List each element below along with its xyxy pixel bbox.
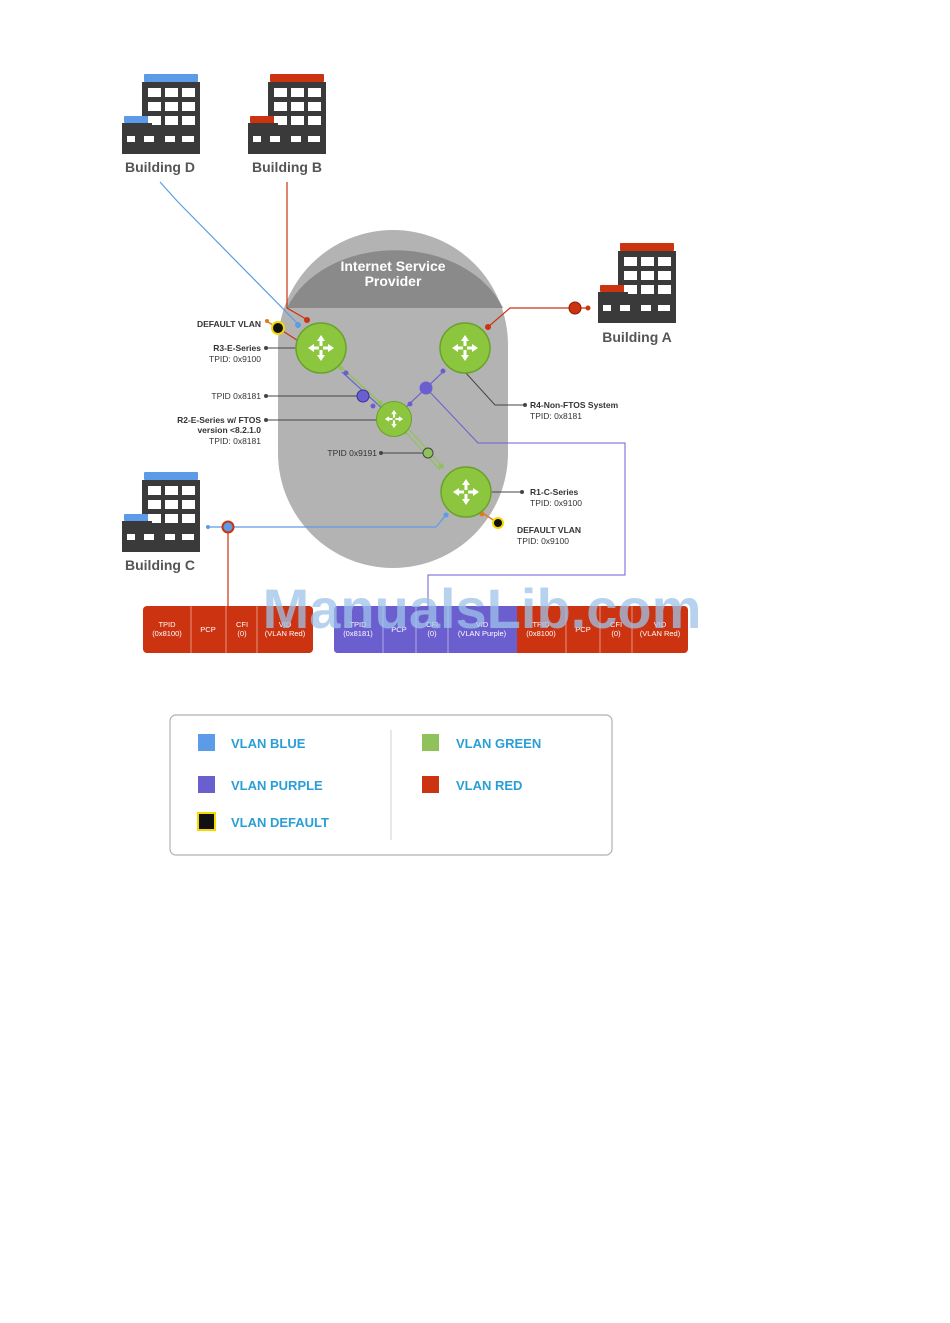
- default-vlan-bottom-tpid-label: TPID: 0x9100: [517, 536, 569, 546]
- frame-right-purple-cell-2-l1: PCP: [391, 625, 406, 634]
- frame-right-purple-cell-4-l2: (VLAN Purple): [458, 629, 507, 638]
- r2-tpid-label: TPID: 0x8181: [209, 436, 261, 446]
- building-a-label: Building A: [602, 329, 671, 345]
- watermark: ManualsLib.com: [263, 577, 702, 640]
- frame-right-purple-cell-3-l1: CFI: [426, 620, 438, 629]
- frame-right-red-cell-4-l1: VID: [654, 620, 667, 629]
- router-r3-icon: [295, 322, 347, 374]
- r4-name-label: R4-Non-FTOS System: [530, 400, 619, 410]
- default-vlan-top-label: DEFAULT VLAN: [197, 319, 261, 329]
- tpid-8181-label: TPID 0x8181: [211, 391, 261, 401]
- building-a-icon: [598, 243, 676, 323]
- frame-left-cell-3-l2: (0): [237, 629, 247, 638]
- legend-swatch-purple: [198, 776, 215, 793]
- building-c-label: Building C: [125, 557, 195, 573]
- default-vlan-bottom-label: DEFAULT VLAN: [517, 525, 581, 535]
- router-r2-icon: [375, 400, 413, 438]
- legend-label-default: VLAN DEFAULT: [231, 815, 329, 830]
- frame-right-red-cell-2-l1: PCP: [575, 625, 590, 634]
- frame-right-red-cell-3-l2: (0): [611, 629, 621, 638]
- frame-left-cell-3-l1: CFI: [236, 620, 248, 629]
- connections: [159, 181, 626, 612]
- building-c-icon: [122, 472, 200, 552]
- r1-name-label: R1-C-Series: [530, 487, 578, 497]
- frame-left: TPID (0x8100) PCP CFI (0) VID (VLAN Red): [143, 606, 313, 653]
- building-d-label: Building D: [125, 159, 195, 175]
- frame-left-cell-1-l1: TPID: [158, 620, 176, 629]
- r3-name-label: R3-E-Series: [213, 343, 261, 353]
- frame-right-purple-cell-1-l1: TPID: [349, 620, 367, 629]
- frame-right-red-cell-1-l2: (0x8100): [526, 629, 556, 638]
- isp-label-line1: Internet Service: [340, 258, 445, 274]
- router-r1-icon: [440, 466, 492, 518]
- legend-swatch-default: [197, 812, 216, 831]
- legend-label-red: VLAN RED: [456, 778, 522, 793]
- legend: VLAN BLUE VLAN PURPLE VLAN DEFAULT VLAN …: [169, 714, 613, 856]
- isp-label-line2: Provider: [365, 273, 422, 289]
- frame-left-cell-1-l2: (0x8100): [152, 629, 182, 638]
- frame-right-red-cell-1-l1: TPID: [532, 620, 550, 629]
- frame-left-cell-2-l1: PCP: [200, 625, 215, 634]
- legend-swatch-red: [422, 776, 439, 793]
- frame-right-purple-cell-4-l1: VID: [476, 620, 489, 629]
- router-r4-icon: [439, 322, 491, 374]
- frame-right-red-cell-3-l1: CFI: [610, 620, 622, 629]
- building-b-label: Building B: [252, 159, 322, 175]
- frame-right-purple-cell-3-l2: (0): [427, 629, 437, 638]
- frame-left-cell-4-l2: (VLAN Red): [265, 629, 306, 638]
- frame-right-red-cell-4-l2: (VLAN Red): [640, 629, 681, 638]
- r2-name-label: R2-E-Series w/ FTOS: [177, 415, 261, 425]
- legend-label-purple: VLAN PURPLE: [231, 778, 323, 793]
- r2-version-label: version <8.2.1.0: [197, 425, 261, 435]
- legend-label-blue: VLAN BLUE: [231, 736, 306, 751]
- building-b-icon: [248, 74, 326, 154]
- frame-left-cell-4-l1: VID: [279, 620, 292, 629]
- frame-right-purple-cell-1-l2: (0x8181): [343, 629, 373, 638]
- node-labels: DEFAULT VLAN R3-E-Series TPID: 0x9100 TP…: [177, 319, 619, 546]
- legend-label-green: VLAN GREEN: [456, 736, 541, 751]
- port-nodes: [206, 301, 591, 534]
- legend-swatch-blue: [198, 734, 215, 751]
- r4-tpid-label: TPID: 0x8181: [530, 411, 582, 421]
- isp-cloud: Internet Service Provider: [278, 230, 508, 568]
- legend-swatch-green: [422, 734, 439, 751]
- building-d-icon: [122, 74, 200, 154]
- frame-right: TPID (0x8181) PCP CFI (0) VID (VLAN Purp…: [334, 606, 688, 653]
- r1-tpid-label: TPID: 0x9100: [530, 498, 582, 508]
- tpid-9191-label: TPID 0x9191: [327, 448, 377, 458]
- r3-tpid-label: TPID: 0x9100: [209, 354, 261, 364]
